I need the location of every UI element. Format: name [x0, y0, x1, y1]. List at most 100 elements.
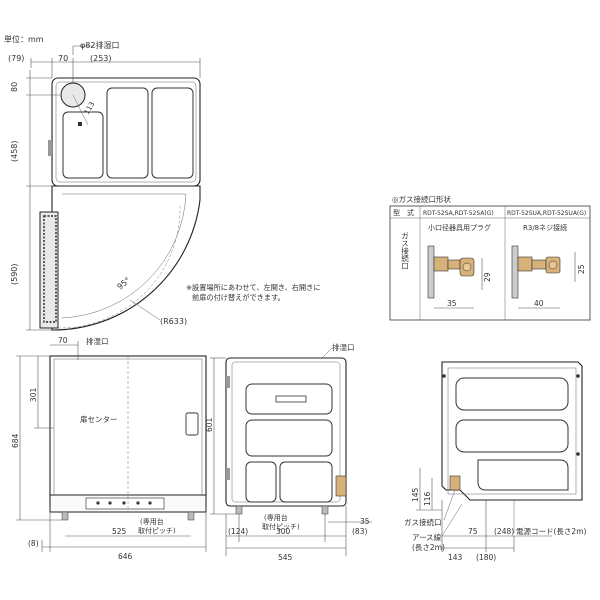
- front-foot-left: [61, 511, 69, 521]
- side-foot-right: [321, 505, 329, 515]
- front-dim-684-label: 684: [11, 433, 20, 448]
- earth-leader: [441, 503, 463, 537]
- side-dim-83-label: (83): [352, 527, 367, 536]
- side-panel-bottom-left: [245, 461, 277, 503]
- rear-power-cord-label: 電源コード(長さ2m): [516, 527, 587, 536]
- gas-fitting-a: 35 29: [427, 245, 492, 309]
- rear-dim-145-label: 145: [411, 487, 420, 502]
- front-view: 扉センター 70 排湿口 301 684 (専用台 取付ピッチ) 525 (8)…: [11, 336, 207, 561]
- top-view-inner-outline: [55, 81, 197, 183]
- top-compartment-middle: [106, 87, 149, 179]
- door-swing-area: [51, 185, 201, 331]
- control-button: [122, 501, 126, 505]
- front-dim-646-label: 646: [118, 552, 133, 561]
- fitting-a-wall: [427, 245, 435, 299]
- rear-dim-116-label: 116: [423, 491, 432, 506]
- side-hinge: [226, 468, 230, 480]
- side-dim-601-label: 601: [205, 417, 214, 432]
- top-view: 単位：mm φ82排湿口 (79) 70 (253) 80 113 (458): [4, 34, 321, 331]
- front-foot-right: [187, 511, 195, 521]
- fitting-b-body: [517, 256, 533, 272]
- rear-outline: [441, 361, 583, 501]
- control-button: [108, 501, 112, 505]
- rear-view: 145 116 ガス接続口 アース線 (長さ2m) 75 (248) 電源コード…: [404, 361, 587, 562]
- rear-dim-248-label: (248): [494, 527, 514, 536]
- front-stand-label-1: (専用台: [140, 517, 164, 526]
- rear-dim-180-label: (180): [476, 553, 496, 562]
- side-gas-fitting: [335, 475, 347, 497]
- gas-connection-table: ◎ガス接続口形状 型 式 RDT-52SA,RDT-52SA(G) RDT-52…: [389, 194, 591, 321]
- dim-70-top: 70: [58, 54, 68, 63]
- top-compartment-right: [151, 87, 194, 179]
- exhaust-diameter-label: φ82排湿口: [80, 40, 119, 50]
- door-angle-label: 95°: [116, 276, 133, 292]
- rear-inner-outline: [447, 367, 577, 495]
- rear-dim-75-label: 75: [468, 527, 478, 536]
- front-dim-8-label: (8): [28, 539, 39, 548]
- fitting-b-dim-h-label: 40: [534, 299, 544, 308]
- exhaust-leader-113: [72, 94, 89, 126]
- side-hinge: [226, 376, 230, 388]
- side-panel-middle: [245, 419, 333, 457]
- side-dim-35-label: 35: [360, 517, 370, 526]
- dim-80: 80: [10, 82, 19, 92]
- side-handle: [275, 395, 307, 403]
- rear-screw: [442, 374, 446, 378]
- side-outline: [225, 357, 347, 507]
- radius-label: (R633): [160, 317, 187, 326]
- side-view: 排湿口 601 (専用台 取付ピッチ) 35 (124) 300 (83) 54…: [205, 342, 372, 562]
- rear-earth-label-2: (長さ2m): [412, 543, 445, 552]
- fitting-b-nut: [531, 259, 547, 270]
- door-angle-arc: [57, 205, 181, 329]
- gas-table-header-type: 型 式: [393, 208, 414, 217]
- side-exhaust-leader: [321, 347, 333, 359]
- gas-table-conn-b: R3/8ネジ接続: [523, 223, 567, 232]
- rear-panel-middle: [455, 419, 569, 453]
- front-dim-301-label: 301: [29, 387, 38, 402]
- rear-panel-top: [455, 377, 569, 411]
- top-marker: [78, 122, 82, 126]
- gas-table-conn-a: 小口径器具用プラグ: [428, 223, 491, 232]
- rear-gas-fitting: [449, 475, 461, 491]
- fitting-b-wall: [511, 245, 519, 299]
- side-panel-bottom-right: [279, 461, 333, 503]
- control-button: [96, 501, 100, 505]
- side-foot-left: [235, 505, 243, 515]
- control-button: [136, 501, 140, 505]
- dim-458: (458): [10, 140, 19, 162]
- gas-inlet-leader: [443, 489, 456, 521]
- door-center-label: 扉センター: [80, 414, 118, 424]
- top-compartment-left: [62, 111, 104, 179]
- rear-earth-label-1: アース線: [412, 532, 442, 542]
- fitting-a-body: [433, 256, 449, 272]
- unit-label: 単位：mm: [4, 34, 44, 44]
- door-swing-arc-inner: [61, 193, 187, 319]
- fitting-b-port: [548, 260, 558, 270]
- rear-dim-143-label: 143: [448, 553, 463, 562]
- gas-fitting-b: 40 25: [511, 245, 586, 309]
- radius-leader: [129, 299, 161, 321]
- fitting-a-dim-v-label: 29: [483, 272, 492, 282]
- front-exhaust-label: 排湿口: [86, 336, 109, 346]
- gas-table-model-b: RDT-52SUA,RDT-52SUA(G): [507, 210, 586, 217]
- rear-screw: [576, 452, 580, 456]
- dim-79: (79): [8, 54, 24, 63]
- front-stand-label-2: 取付ピッチ): [138, 526, 176, 535]
- fitting-a-nut: [447, 259, 461, 270]
- fitting-b-dim-v-label: 25: [577, 264, 586, 274]
- front-dim-525-label: 525: [112, 527, 127, 536]
- note-line-2: 前扉の付け替えができます。: [192, 293, 285, 302]
- side-dim-124-label: (124): [228, 527, 248, 536]
- top-hinge: [48, 140, 52, 156]
- door-handle: [185, 412, 199, 436]
- fitting-a-port: [462, 262, 472, 272]
- side-stand-label-2: 取付ピッチ): [262, 522, 300, 531]
- side-dim-300-label: 300: [276, 527, 291, 536]
- rear-screw: [576, 374, 580, 378]
- rear-gas-inlet-label: ガス接続口: [404, 517, 442, 527]
- side-dim-545-label: 545: [278, 553, 293, 562]
- control-button: [148, 501, 152, 505]
- gas-table-row-label: ガス接続口: [400, 232, 409, 270]
- side-exhaust-label: 排湿口: [332, 342, 355, 352]
